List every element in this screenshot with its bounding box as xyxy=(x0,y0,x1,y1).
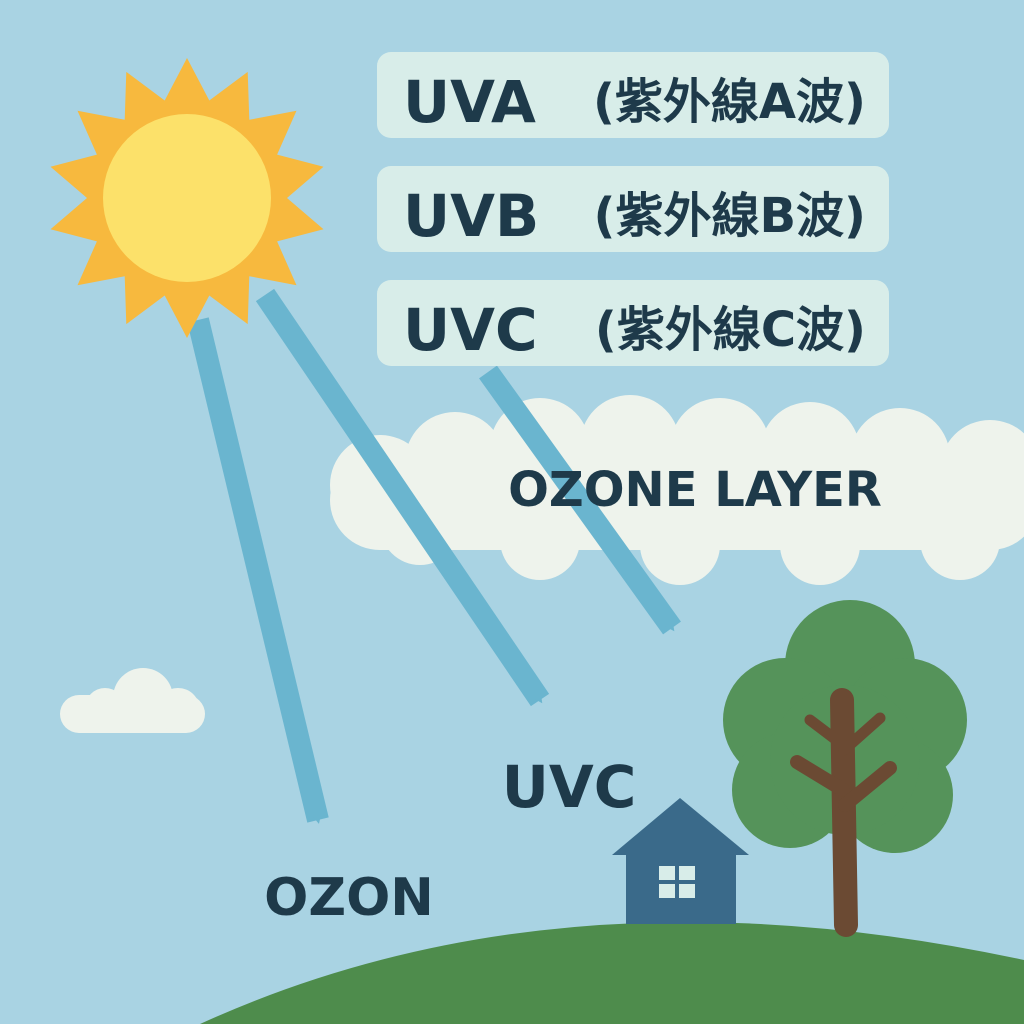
tree-trunk xyxy=(790,688,897,937)
uv-label-uvb: UVB (紫外線B波) xyxy=(377,166,889,252)
uv-name: (紫外線A波) xyxy=(593,74,866,130)
uv-code: UVA xyxy=(403,68,536,136)
house-window xyxy=(659,866,695,898)
arrow-through-ozone-layer xyxy=(479,365,681,635)
arrow-to-ozon xyxy=(187,317,329,824)
house-icon xyxy=(612,798,749,924)
uv-code: UVC xyxy=(403,296,538,364)
label-box xyxy=(377,52,889,138)
house-roof xyxy=(612,798,749,855)
uv-name: (紫外線B波) xyxy=(594,188,866,244)
uv-label-uva: UVA (紫外線A波) xyxy=(377,52,889,138)
tree-icon xyxy=(723,600,967,937)
tree-canopy xyxy=(723,600,967,853)
uv-arrows xyxy=(187,288,681,824)
uv-name: (紫外線C波) xyxy=(595,302,866,358)
ozon-label: OZON xyxy=(264,868,434,928)
arrow-to-uvc xyxy=(255,288,550,707)
label-box xyxy=(377,166,889,252)
ozone-layer-label: OZONE LAYER xyxy=(508,462,882,518)
uvc-ground-label: UVC xyxy=(502,753,637,821)
small-cloud xyxy=(60,668,205,733)
label-box xyxy=(377,280,889,366)
uv-label-uvc: UVC (紫外線C波) xyxy=(377,280,889,366)
sun-icon xyxy=(50,58,324,338)
ground-hill xyxy=(200,922,1024,1024)
uv-code: UVB xyxy=(403,182,539,250)
